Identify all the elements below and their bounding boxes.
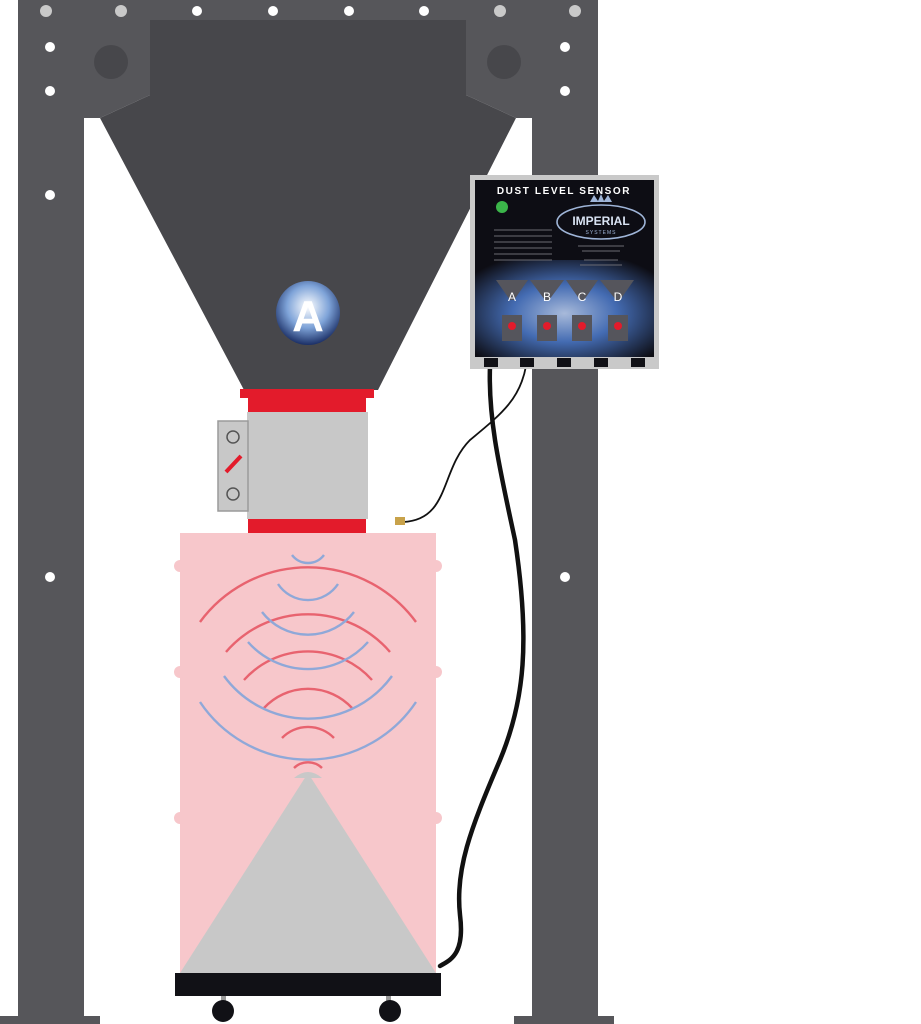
frame-right-column — [532, 0, 598, 1024]
top-flange — [240, 389, 374, 398]
sensor-probe — [395, 517, 405, 525]
channel-b-label: B — [543, 290, 551, 304]
valve-indicator — [224, 454, 243, 474]
channel-hoppers — [496, 280, 634, 300]
channel-a-label: A — [508, 290, 516, 304]
frame-bolts — [40, 5, 581, 582]
panel-title: DUST LEVEL SENSOR — [497, 186, 631, 197]
cables — [395, 363, 527, 969]
caster-wheel-left — [212, 1000, 234, 1022]
channel-labels: A B C D — [508, 290, 623, 304]
channel-d-light — [614, 322, 622, 330]
frame-right-boss — [487, 45, 521, 79]
brand-sub: SYSTEMS — [586, 230, 617, 236]
channel-b-light — [543, 322, 551, 330]
steel-frame — [0, 0, 614, 1024]
drum-ribs — [174, 560, 442, 824]
panel-fine-print — [494, 229, 624, 266]
collection-drum — [174, 533, 442, 1022]
brand-name: IMPERIAL — [572, 214, 629, 228]
airlock-valve — [217, 389, 374, 533]
channel-c-light — [578, 322, 586, 330]
hopper-badge-label: A — [292, 292, 324, 341]
frame-top-beam — [18, 0, 598, 20]
frame-left-column — [18, 0, 84, 1024]
cable-glands — [484, 358, 645, 367]
flange-collar — [248, 397, 366, 412]
channel-indicators — [502, 315, 628, 341]
crown-icon — [590, 194, 612, 202]
sensor-cable-thin — [402, 365, 527, 523]
emitted-waves-red — [199, 566, 417, 769]
panel-dust-graphic — [475, 260, 654, 357]
brand-logo-oval — [556, 204, 646, 240]
power-cable-thick — [437, 363, 526, 969]
hopper-body — [100, 20, 516, 390]
reflected-waves-blue — [199, 554, 417, 761]
material-pile — [180, 773, 436, 973]
valve-bolt-top — [226, 430, 240, 444]
sensor-waves — [199, 554, 417, 769]
frame-left-foot — [0, 1016, 100, 1024]
material-pile-tip — [294, 772, 322, 778]
valve-bolt-bottom — [226, 487, 240, 501]
valve-body — [247, 412, 368, 519]
hopper: A — [100, 20, 516, 390]
frame-right-foot — [514, 1016, 614, 1024]
channel-c-label: C — [578, 290, 587, 304]
frame-left-boss — [94, 45, 128, 79]
bottom-flange — [248, 519, 366, 533]
caster-wheel-right — [379, 1000, 401, 1022]
drum-base — [175, 973, 441, 996]
channel-a-light — [508, 322, 516, 330]
sensor-control-panel: DUST LEVEL SENSOR IMPERIAL SYSTEMS A B C… — [470, 175, 659, 369]
status-light — [496, 201, 508, 213]
hopper-badge: A — [276, 281, 340, 345]
channel-d-label: D — [614, 290, 623, 304]
brand-logo: IMPERIAL SYSTEMS — [556, 194, 646, 240]
